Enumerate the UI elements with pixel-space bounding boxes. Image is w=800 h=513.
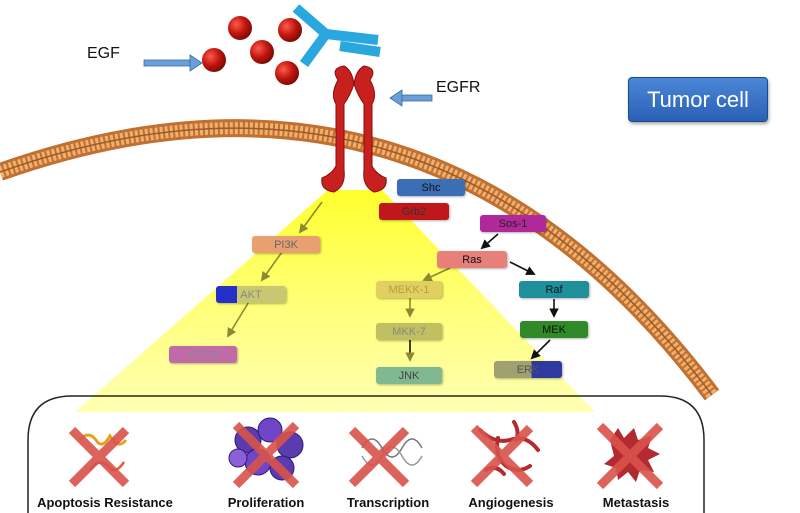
node-mek: MEK — [520, 321, 588, 338]
node-mkk7: MKK-7 — [376, 323, 442, 340]
node-ras: Ras — [437, 251, 507, 268]
node-mtor: mTOR — [169, 346, 237, 363]
outcome-apoptosis-resistance: Apoptosis Resistance — [37, 495, 173, 510]
node-sos1: Sos-1 — [480, 215, 546, 232]
node-grb2: Grb2 — [379, 203, 449, 220]
cross-marks — [68, 421, 664, 490]
node-shc: Shc — [397, 179, 465, 196]
node-jnk: JNK — [376, 367, 442, 384]
egfr-label: EGFR — [436, 79, 481, 96]
node-erk: ERK — [494, 361, 562, 378]
egf-molecules — [202, 16, 302, 85]
outcome-transcription: Transcription — [346, 495, 430, 510]
outcome-panel — [27, 395, 705, 513]
outcome-proliferation: Proliferation — [227, 495, 305, 510]
egfr-receptor — [321, 65, 387, 193]
egf-label: EGF — [87, 45, 120, 62]
cell-membrane — [0, 119, 720, 401]
node-raf: Raf — [519, 281, 589, 298]
node-akt: AKT — [216, 286, 286, 303]
node-mekk1: MEKK-1 — [376, 281, 442, 298]
antibody-icon — [292, 4, 381, 67]
node-pi3k: PI3K — [252, 236, 320, 253]
egf-arrow — [143, 54, 203, 72]
outcome-angiogenesis: Angiogenesis — [468, 495, 554, 510]
outcome-metastasis: Metastasis — [602, 495, 670, 510]
pathway-arrows — [226, 201, 559, 362]
egfr-arrow — [389, 89, 433, 107]
tumor-cell-label: Tumor cell — [628, 77, 768, 122]
